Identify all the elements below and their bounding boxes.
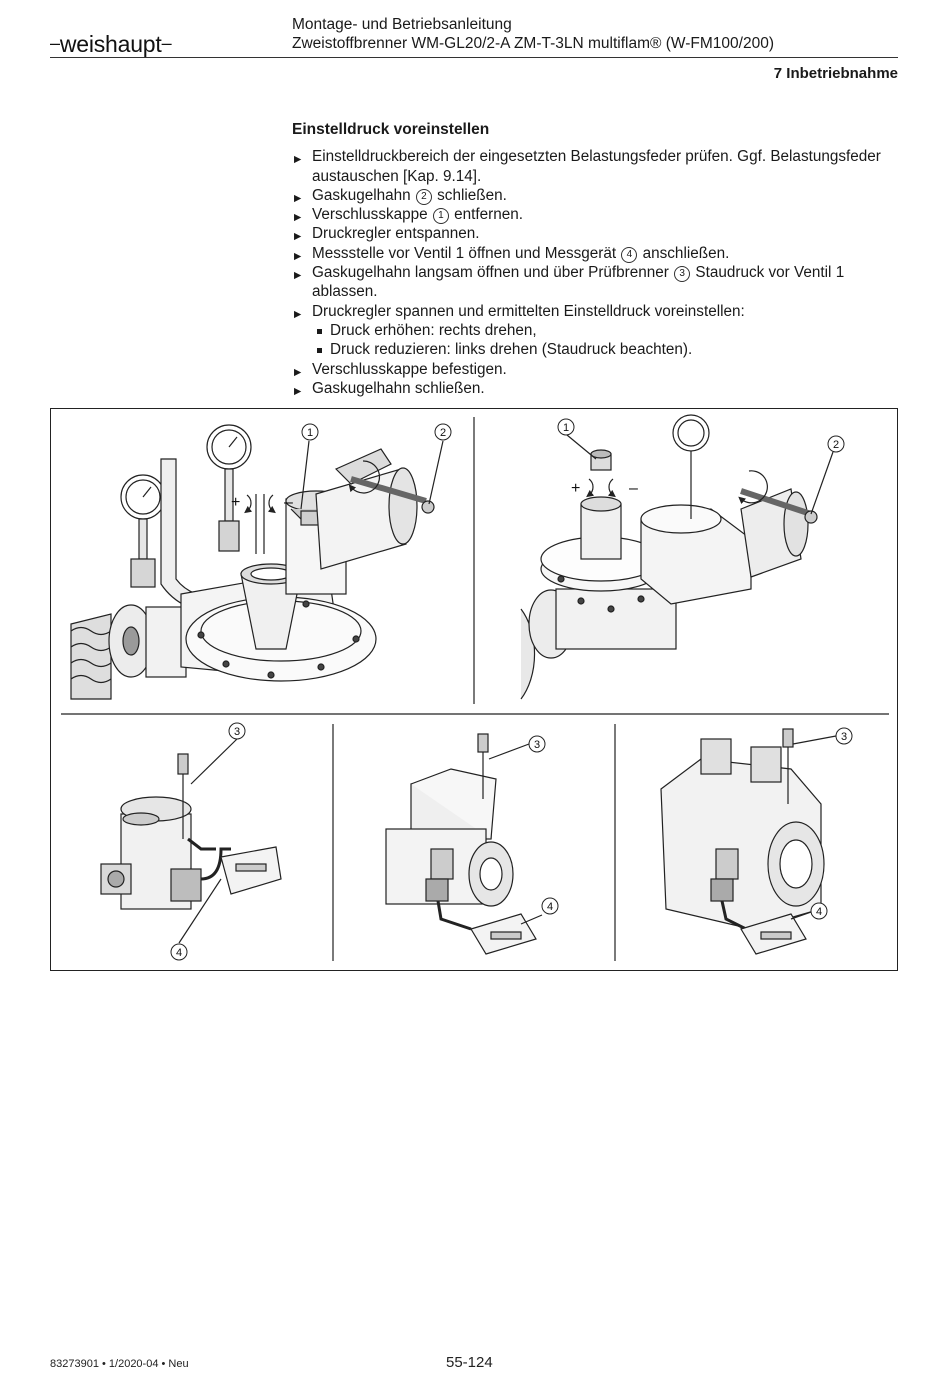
substep-list: Druck erhöhen: rechts drehen, Druck redu…	[312, 321, 902, 360]
step-item: Druckregler entspannen.	[292, 224, 902, 247]
callout-ref: 3	[674, 266, 691, 283]
weishaupt-logo: –weishaupt–	[50, 31, 172, 57]
step-item: Gaskugelhahn schließen.	[292, 379, 902, 402]
document-number: 83273901 • 1/2020-04 • Neu	[50, 1358, 189, 1370]
callout-ref: 2	[415, 188, 432, 205]
step-item: Verschlusskappe 1 entfernen.	[292, 205, 902, 228]
chapter-title: 7 Inbetriebnahme	[773, 65, 898, 82]
illustration-figure: 1 2 1 2 3 4 3 4 3 4 + – + –	[50, 408, 898, 971]
callout-1: 1	[307, 427, 313, 439]
section-title: Einstelldruck voreinstellen	[292, 121, 490, 138]
step-list: Einstelldruckbereich der eingesetzten Be…	[292, 147, 902, 402]
step-item: Verschlusskappe befestigen.	[292, 360, 902, 383]
step-item: Messstelle vor Ventil 1 öffnen und Messg…	[292, 244, 902, 267]
regulator-valve-drawing	[520, 414, 818, 700]
callout-4: 4	[176, 947, 182, 959]
minus-sign: –	[284, 494, 293, 511]
substep-item: Druck reduzieren: links drehen (Staudruc…	[312, 340, 902, 359]
step-item: Einstelldruckbereich der eingesetzten Be…	[292, 147, 902, 186]
logo-text: weishaupt	[59, 31, 162, 57]
step-item: Druckregler spannen und ermittelten Eins…	[292, 302, 902, 360]
substep-item: Druck erhöhen: rechts drehen,	[312, 321, 902, 340]
callout-4: 4	[547, 901, 553, 913]
header-title-line2: Zweistoffbrenner WM-GL20/2-A ZM-T-3LN mu…	[292, 35, 774, 52]
illustration-svg: 1 2 1 2 3 4 3 4 3 4 + – + –	[61, 414, 889, 961]
callout-3: 3	[534, 739, 540, 751]
callout-ref: 4	[621, 246, 638, 263]
callout-4: 4	[816, 906, 822, 918]
callout-ref: 1	[432, 208, 449, 225]
callout-2: 2	[440, 427, 446, 439]
plus-sign: +	[571, 480, 580, 497]
callout-2: 2	[833, 439, 839, 451]
multibloc-flanged-drawing	[385, 733, 537, 955]
pressure-regulator-drawing	[70, 424, 435, 700]
callout-3: 3	[234, 726, 240, 738]
header-title-line1: Montage- und Betriebsanleitung	[292, 16, 512, 33]
step-item: Gaskugelhahn 2 schließen.	[292, 186, 902, 209]
instructions: Einstelldruck voreinstellen Einstelldruc…	[292, 120, 902, 402]
multibloc-small-drawing	[100, 753, 282, 910]
callout-1: 1	[563, 422, 569, 434]
page-number: 55-124	[446, 1354, 493, 1371]
header-title: Montage- und Betriebsanleitung Zweistoff…	[292, 15, 774, 53]
plus-sign: +	[231, 494, 240, 511]
step-item: Gaskugelhahn langsam öffnen und über Prü…	[292, 263, 902, 302]
callout-3: 3	[841, 731, 847, 743]
minus-sign: –	[629, 480, 638, 497]
header-rule	[50, 57, 898, 58]
double-valve-drawing	[660, 728, 825, 955]
